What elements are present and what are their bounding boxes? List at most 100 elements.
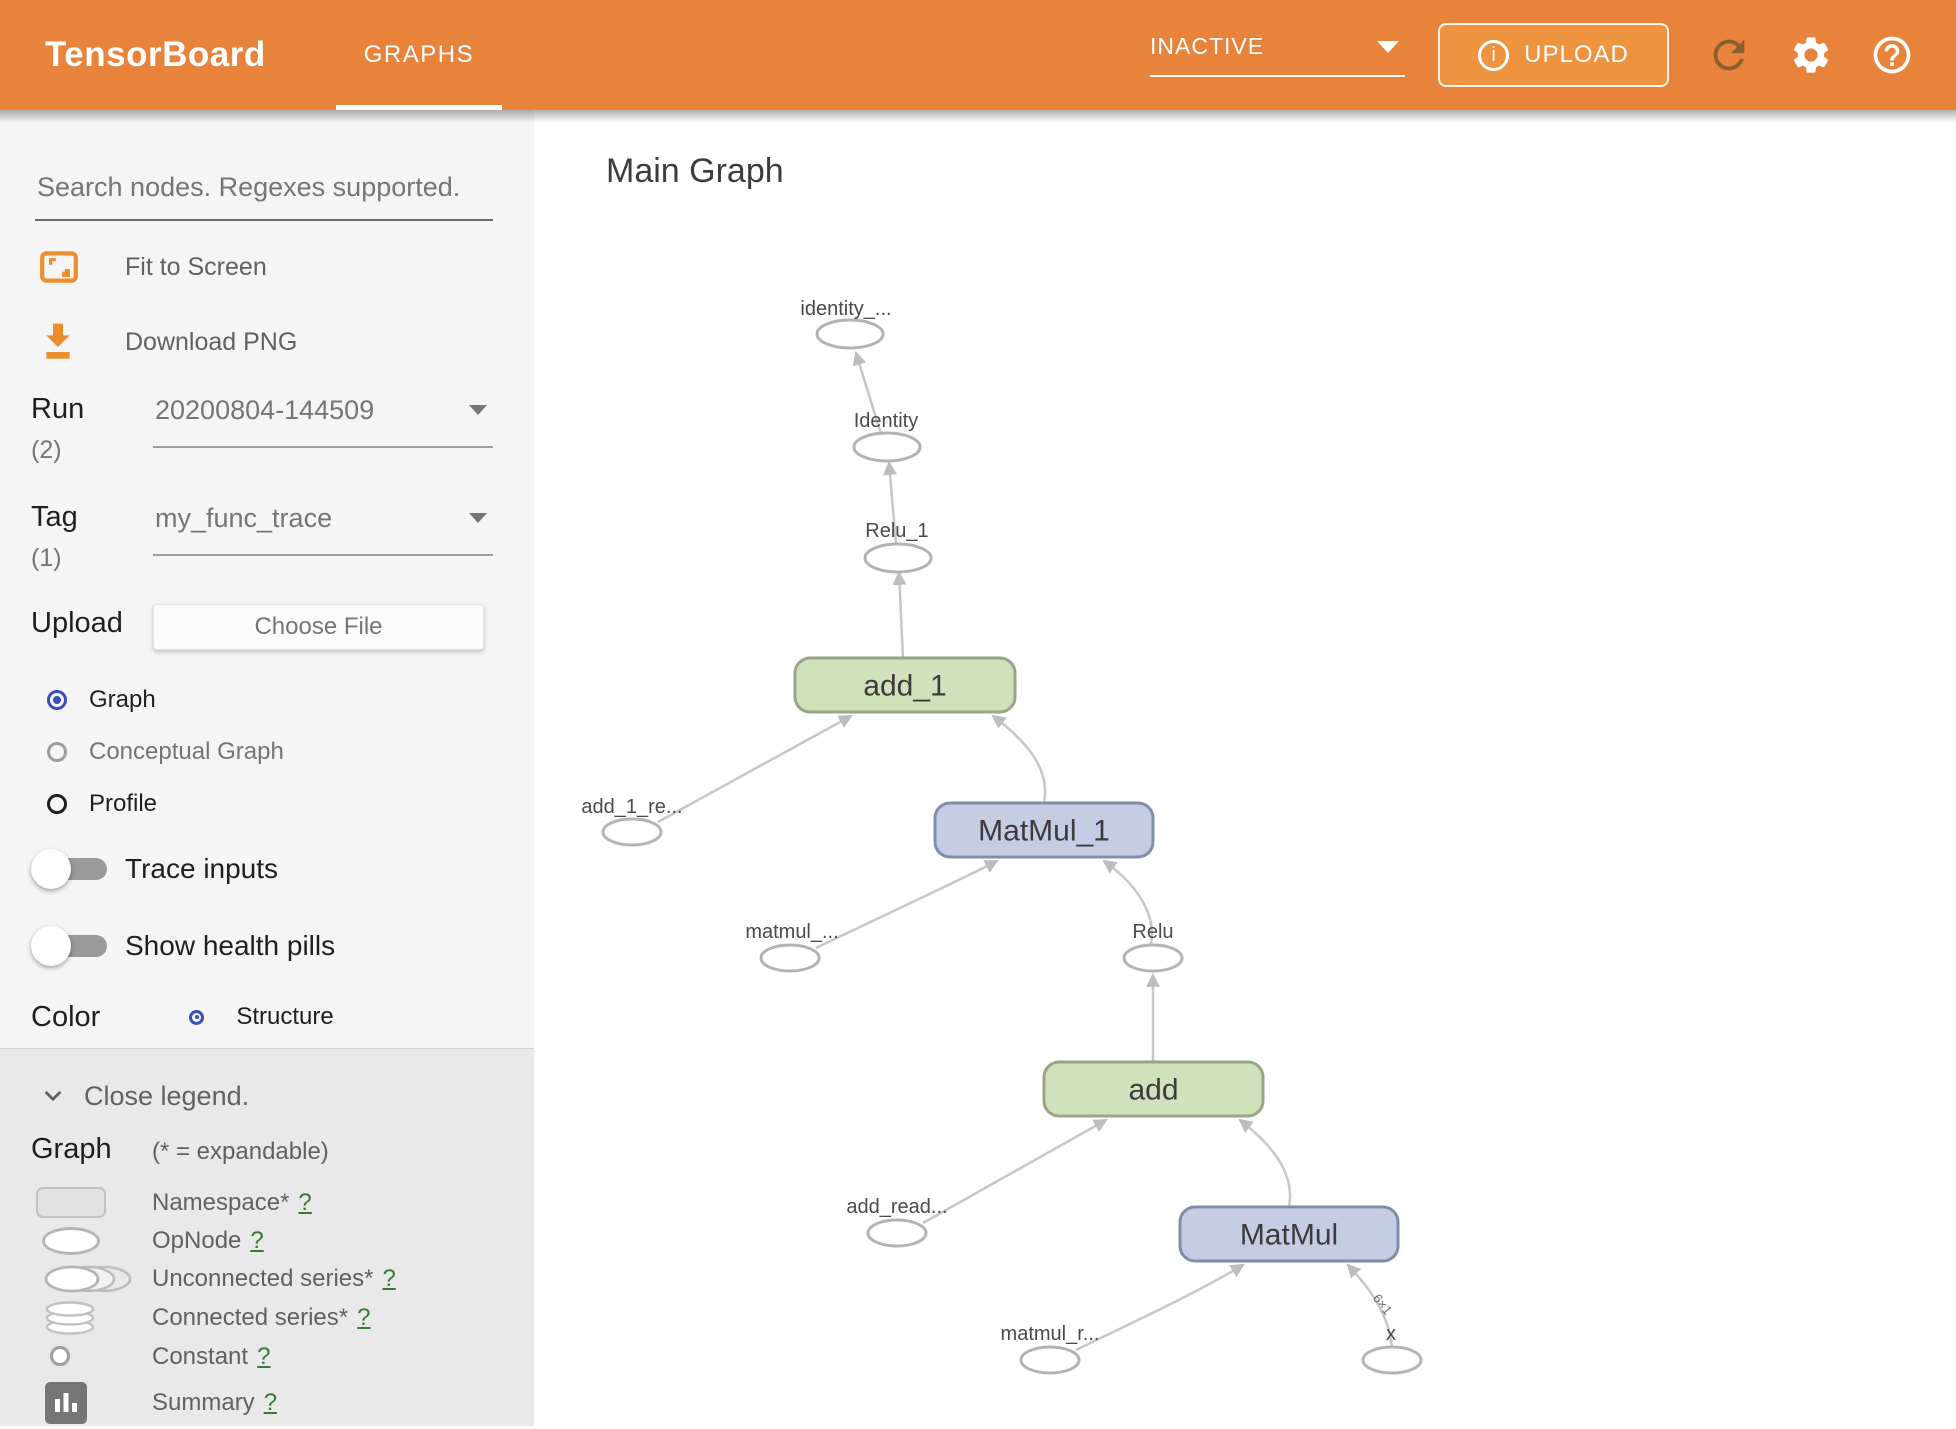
edge-add_1-to-Relu_1	[892, 570, 907, 659]
node-Relu_1[interactable]: Relu_1	[863, 520, 933, 574]
legend-item-unconnected-series: Unconnected series*?	[0, 1259, 534, 1299]
node-label: Relu_1	[865, 520, 928, 542]
constant-label: Constant	[152, 1343, 249, 1370]
tag-select[interactable]: my_func_trace	[153, 503, 493, 556]
edge-MatMul-to-add	[1238, 1118, 1292, 1208]
node-MatMul[interactable]: MatMul	[1178, 1205, 1400, 1263]
connected-series-help-link[interactable]: ?	[357, 1304, 371, 1331]
namespace-swatch-icon	[36, 1187, 106, 1218]
info-icon: i	[1478, 39, 1510, 71]
summary-swatch-icon	[45, 1382, 87, 1429]
namespace-label: Namespace*	[152, 1189, 290, 1216]
structure-label: Structure	[236, 1003, 334, 1030]
radio-button-icon	[47, 742, 67, 762]
unconnected-series-help-link[interactable]: ?	[382, 1265, 396, 1292]
legend-item-connected-series: Connected series*?	[0, 1298, 534, 1338]
edge-Relu_1-to-Identity	[883, 460, 898, 545]
run-label: Run	[31, 393, 85, 425]
node-label: matmul_r...	[1001, 1323, 1100, 1345]
close-legend-label: Close legend.	[84, 1080, 250, 1111]
radio-graph-label: Graph	[89, 686, 156, 713]
node-label: MatMul	[1240, 1219, 1338, 1252]
node-x[interactable]: x	[1361, 1323, 1423, 1375]
upload-button[interactable]: i UPLOAD	[1438, 23, 1669, 87]
toggle-off-icon	[31, 849, 115, 889]
upload-field: Upload Choose File	[31, 604, 493, 650]
toggle-off-icon	[31, 926, 115, 966]
chevron-down-icon	[469, 513, 487, 523]
node-label: Relu	[1132, 921, 1173, 943]
show-health-pills-toggle[interactable]: Show health pills	[31, 926, 335, 966]
node-label: matmul_...	[745, 921, 838, 943]
legend-expandable-note: (* = expandable)	[152, 1138, 329, 1165]
refresh-icon[interactable]	[1706, 32, 1752, 78]
node-Relu[interactable]: Relu	[1122, 921, 1184, 973]
choose-file-label: Choose File	[254, 613, 383, 640]
upload-button-label: UPLOAD	[1524, 41, 1629, 68]
search-input[interactable]	[35, 166, 493, 221]
opnode-swatch-icon	[42, 1227, 100, 1255]
namespace-help-link[interactable]: ?	[298, 1189, 312, 1216]
radio-graph[interactable]: Graph	[47, 683, 156, 717]
chevron-down-icon	[45, 1091, 61, 1101]
radio-conceptual-graph[interactable]: Conceptual Graph	[47, 735, 284, 769]
opnode-help-link[interactable]: ?	[250, 1227, 264, 1254]
node-label: add	[1128, 1074, 1178, 1107]
opnode-label: OpNode	[152, 1227, 242, 1254]
edge-MatMul_1-to-add_1	[991, 714, 1047, 804]
node-add_1[interactable]: add_1	[793, 656, 1017, 714]
unconnected-series-label: Unconnected series*	[152, 1265, 374, 1292]
legend-item-opnode: OpNode?	[0, 1221, 534, 1261]
radio-profile[interactable]: Profile	[47, 787, 157, 821]
node-label: MatMul_1	[978, 815, 1110, 848]
edge-matmul_-to-MatMul_1	[815, 859, 999, 950]
legend-panel: Close legend. Graph (* = expandable) Nam…	[0, 1048, 534, 1426]
constant-swatch-icon	[50, 1346, 70, 1366]
run-select[interactable]: 20200804-144509	[153, 395, 493, 448]
fit-to-screen-button[interactable]: Fit to Screen	[35, 245, 455, 289]
radio-structure[interactable]	[189, 1009, 205, 1025]
node-label: Identity	[854, 410, 918, 432]
node-MatMul_1[interactable]: MatMul_1	[933, 801, 1155, 859]
trace-inputs-label: Trace inputs	[125, 853, 279, 884]
fit-to-screen-label: Fit to Screen	[125, 252, 267, 281]
download-png-button[interactable]: Download PNG	[35, 318, 455, 366]
run-count: (2)	[31, 436, 62, 464]
search-field	[35, 166, 493, 221]
run-status-dropdown[interactable]: INACTIVE	[1150, 33, 1405, 77]
connected-series-swatch-icon	[44, 1301, 96, 1340]
node-add_1_re[interactable]: add_1_re...	[581, 796, 683, 847]
radio-profile-label: Profile	[89, 790, 158, 817]
node-label: add_read...	[846, 1196, 947, 1218]
choose-file-button[interactable]: Choose File	[153, 604, 484, 650]
node-matmul_r[interactable]: matmul_r...	[1001, 1323, 1100, 1375]
legend-title: Graph	[31, 1133, 112, 1165]
node-matmul_[interactable]: matmul_...	[745, 921, 839, 973]
trace-inputs-toggle[interactable]: Trace inputs	[31, 849, 278, 889]
node-Identity[interactable]: Identity	[852, 410, 922, 463]
edge-Identity-to-identity_out	[852, 350, 883, 435]
show-health-pills-label: Show health pills	[125, 930, 336, 961]
summary-label: Summary	[152, 1389, 255, 1416]
node-label: identity_...	[800, 298, 891, 320]
help-icon[interactable]	[1870, 33, 1914, 77]
computation-graph: 6×1identity_...IdentityRelu_1add_1add_1_…	[581, 298, 1423, 1375]
constant-help-link[interactable]: ?	[257, 1343, 271, 1370]
fit-to-screen-icon	[38, 246, 80, 288]
node-label: add_1_re...	[581, 796, 682, 818]
summary-help-link[interactable]: ?	[263, 1389, 278, 1416]
app-header: TensorBoard GRAPHS INACTIVE i UPLOAD	[0, 0, 1956, 110]
node-label: add_1	[863, 670, 946, 703]
run-value: 20200804-144509	[155, 395, 375, 425]
settings-gear-icon[interactable]	[1789, 33, 1833, 77]
node-add[interactable]: add	[1042, 1060, 1265, 1118]
radio-button-icon	[47, 690, 67, 710]
close-legend-button[interactable]: Close legend.	[40, 1076, 249, 1116]
node-add_read[interactable]: add_read...	[846, 1196, 948, 1248]
radio-button-icon	[47, 794, 67, 814]
node-identity_out[interactable]: identity_...	[800, 298, 892, 350]
tab-graphs[interactable]: GRAPHS	[335, 0, 503, 110]
legend-item-constant: Constant?	[0, 1337, 534, 1377]
run-status-value: INACTIVE	[1150, 33, 1265, 59]
